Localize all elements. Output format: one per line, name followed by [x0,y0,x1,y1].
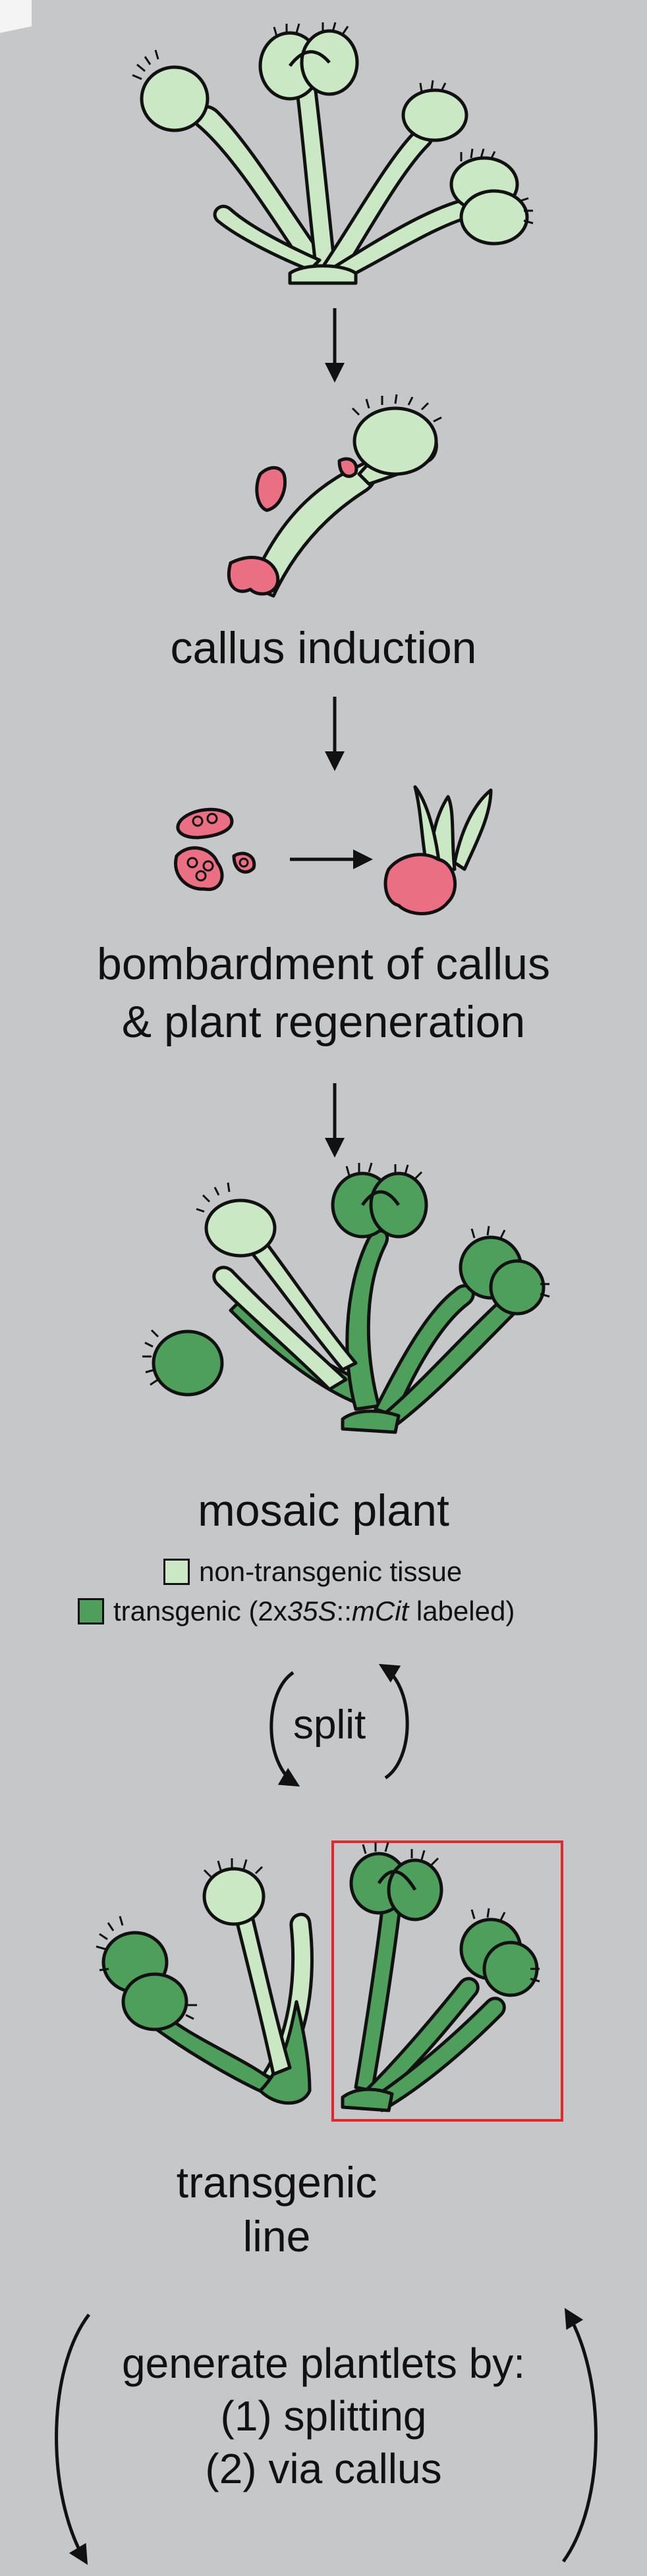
caption-split: split [293,1702,366,1748]
wildtype-plant-cilia [132,22,534,225]
legend-transgenic-sep: :: [336,1596,352,1626]
caption-transgenic-line2: line [242,2212,311,2261]
legend-non-transgenic-label: non-transgenic tissue [199,1556,463,1587]
caption-generate-line1: generate plantlets by: [122,2340,525,2387]
split-plant-transgenic-cilia [362,1842,540,1983]
split-plant-mosaic [101,1867,314,2105]
legend-transgenic-promoter: 35S [287,1596,337,1626]
legend-transgenic-reporter: mCit [351,1596,409,1626]
callus-leaf-cilia [351,394,442,423]
corner-mark [0,0,32,33]
split-plant-mosaic-cilia [96,1858,264,2020]
caption-callus-induction: callus induction [170,623,477,673]
caption-generate-line3: (2) via callus [205,2445,442,2492]
legend-transgenic: transgenic (2x35S::mCit labeled) [78,1595,515,1628]
split-plant-transgenic [341,1852,539,2112]
callus-leaf [227,406,438,598]
caption-transgenic-line1: transgenic [176,2158,378,2207]
caption-bombardment-line2: & plant regeneration [121,997,526,1047]
cycle-arrow-right [561,2307,598,2563]
split-arrow-right [378,1663,409,1780]
callus-cells [186,813,249,882]
legend-non-transgenic: non-transgenic tissue [163,1555,462,1588]
cycle-arrow-left [55,2313,90,2565]
wildtype-plant [140,29,529,285]
caption-generate-line2: (1) splitting [220,2392,427,2440]
legend-swatch-transgenic [78,1598,104,1624]
legend-swatch-non-transgenic [163,1559,190,1585]
regenerating-callus [383,785,493,915]
caption-bombardment-line1: bombardment of callus [97,939,550,989]
mosaic-plant [152,1171,546,1434]
transgenic-line-selection-box [331,1840,563,2122]
mosaic-plant-cilia [142,1162,550,1386]
split-arrow-left [269,1671,300,1787]
caption-mosaic-plant: mosaic plant [198,1486,449,1536]
legend-transgenic-suffix: labeled) [408,1596,515,1626]
legend-transgenic-prefix: transgenic (2x [113,1596,287,1626]
